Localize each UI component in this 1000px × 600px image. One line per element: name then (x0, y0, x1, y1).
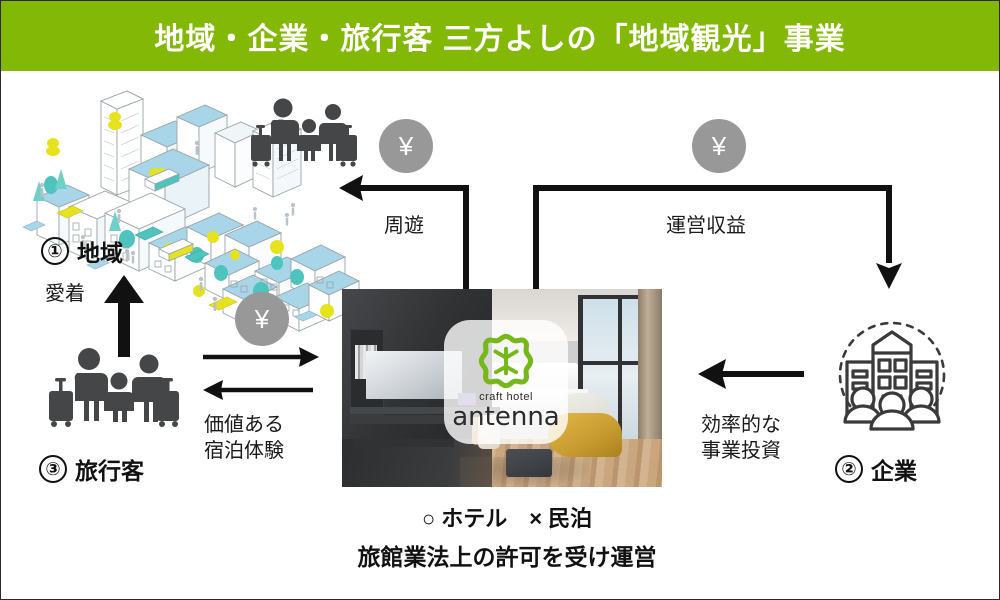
efficient-investment-line1: 効率的な (701, 414, 781, 436)
photo-window-mullion (618, 295, 622, 455)
traveler-label-text: 旅行客 (75, 458, 144, 484)
node-label-region: ① 地域 (41, 234, 123, 268)
photo-ottoman (506, 449, 552, 477)
traveler-number: ③ (39, 455, 67, 483)
yen-badge-region: ¥ (235, 292, 289, 346)
caption-hotel-vs-minpaku: ○ ホテル × 民泊 (421, 506, 593, 531)
corporate-building-people-icon (833, 319, 951, 437)
logo-name: antenna (452, 402, 560, 432)
hotel-room-photo (342, 289, 662, 487)
family-with-luggage-icon-top (251, 98, 359, 171)
photo-desk (350, 415, 468, 424)
arrow-pair-traveler-hotel (201, 346, 321, 404)
region-label-text: 地域 (77, 240, 123, 266)
flow-label-affection: 愛着 (45, 283, 85, 305)
arrow-operating-revenue-elbow (533, 171, 905, 295)
valuable-stay-line2: 宿泊体験 (204, 439, 284, 462)
flow-label-valuable-stay: 価値ある 宿泊体験 (204, 413, 284, 464)
flow-label-tour: 周遊 (384, 215, 424, 237)
caption-legal-operation: 旅館業法上の許可を受け運営 (357, 544, 657, 570)
company-number: ② (835, 455, 863, 483)
node-label-traveler: ③ 旅行客 (39, 452, 144, 486)
photo-floor-dark (342, 439, 492, 487)
page-title: 地域・企業・旅行客 三方よしの「地域観光」事業 (154, 23, 846, 56)
yen-badge-tour: ¥ (379, 119, 433, 173)
arrow-affection-up (101, 273, 147, 359)
node-label-company: ② 企業 (835, 452, 917, 486)
company-label-text: 企業 (871, 458, 917, 484)
flow-label-efficient-investment: 効率的な 事業投資 (701, 413, 781, 464)
photo-curtain (638, 289, 662, 439)
efficient-investment-line2: 事業投資 (701, 439, 781, 462)
yen-symbol: ¥ (254, 304, 270, 334)
arrow-tour-elbow (337, 171, 473, 295)
yen-badge-revenue: ¥ (692, 119, 746, 173)
region-number: ① (41, 237, 69, 265)
green-flower-asterisk-logo-icon (478, 333, 534, 389)
family-with-luggage-icon-traveler (49, 348, 181, 427)
flow-label-operating-revenue: 運営収益 (666, 215, 746, 237)
header-banner: 地域・企業・旅行客 三方よしの「地域観光」事業 (1, 1, 999, 71)
logo-subtitle: craft hotel (479, 391, 533, 403)
photo-bench (354, 439, 454, 447)
yen-symbol: ¥ (398, 131, 414, 161)
valuable-stay-line1: 価値ある (204, 414, 284, 436)
photo-shelf-top (350, 407, 500, 414)
hotel-logo-plate: craft hotel antenna (444, 320, 568, 444)
arrow-efficient-investment (696, 356, 806, 392)
photo-window-mullion-h (578, 361, 662, 365)
yen-symbol: ¥ (711, 131, 727, 161)
